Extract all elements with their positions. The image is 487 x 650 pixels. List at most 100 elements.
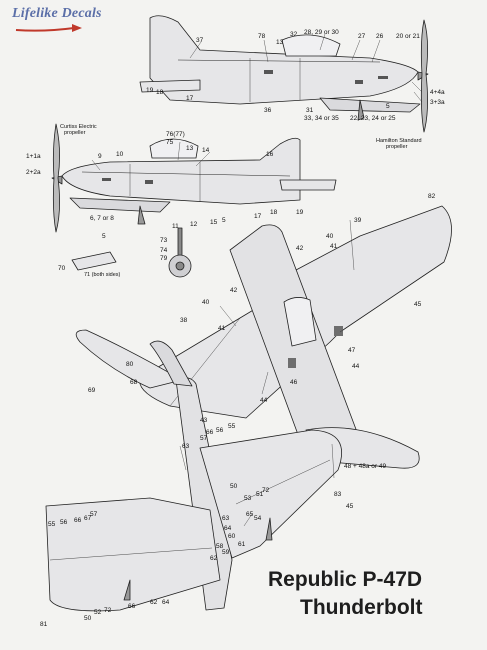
fairing-part xyxy=(71,251,117,271)
callout-bottom_view-7: 55 xyxy=(228,423,236,430)
callout-bottom_view-28: 52 xyxy=(94,609,102,616)
callout-side_upper-1: 78 xyxy=(258,33,266,40)
callout-bottom_view-25: 61 xyxy=(238,541,246,548)
callout-side_upper-14: 22, 23, 24 or 25 xyxy=(350,115,396,122)
callout-bottom_view-17: 54 xyxy=(254,515,262,522)
sheet-subtitle: Thunderbolt xyxy=(300,596,423,619)
callout-top_view-9: 42 xyxy=(230,287,238,294)
callout-top_view-3: 41 xyxy=(330,243,338,250)
callout-top_view-13: 44 xyxy=(260,397,268,404)
callout-bottom_view-5: 66 xyxy=(206,429,214,436)
callout-side_lower-0: 76(77) xyxy=(166,131,185,138)
bottom-view-plan xyxy=(45,329,342,612)
callout-side_upper-13: 33, 34 or 35 xyxy=(304,115,339,122)
callout-side_upper-16: 4+4a xyxy=(430,89,445,96)
callout-bottom_view-6: 56 xyxy=(216,427,224,434)
callout-side_upper-10: 17 xyxy=(186,95,194,102)
callout-side_lower-15: 19 xyxy=(296,209,304,216)
callout-side_upper-15: 5 xyxy=(386,103,390,110)
callout-bottom_view-24: 60 xyxy=(228,533,236,540)
callout-side_upper-5: 27 xyxy=(358,33,366,40)
callout-side_lower-14: 18 xyxy=(270,209,278,216)
callout-bottom_view-23: 59 xyxy=(222,549,230,556)
callout-top_view-15: 48 + 48a or 49 xyxy=(344,463,386,470)
callout-top_view-12: 46 xyxy=(290,379,298,386)
callout-bottom_view-9: 56 xyxy=(60,519,68,526)
callout-side_lower-3: 14 xyxy=(202,147,210,154)
callout-bottom_view-19: 63 xyxy=(222,515,230,522)
callout-side_lower-10: 12 xyxy=(190,221,198,228)
callout-wheel-2: 79 xyxy=(160,255,168,262)
callout-side_lower-9: 11 xyxy=(172,223,179,230)
callout-side_lower-17: 5 xyxy=(102,233,106,240)
callout-top_view-1: 39 xyxy=(354,217,362,224)
callout-side_upper-12: 31 xyxy=(306,107,314,114)
side-view-hamilton xyxy=(139,15,429,133)
side-view-curtiss xyxy=(51,123,337,233)
callout-side_lower-12: 5 xyxy=(222,217,226,224)
callout-top_view-16: 83 xyxy=(334,491,342,498)
callout-bottom_view-26: 81 xyxy=(40,621,48,628)
callout-side_lower-6: 2+2a xyxy=(26,169,41,176)
callout-side_lower-13: 17 xyxy=(254,213,262,220)
callout-side_lower-1: 75 xyxy=(166,139,174,146)
callout-bottom_view-3: 63 xyxy=(182,443,190,450)
callout-top_view-0: 82 xyxy=(428,193,436,200)
callout-top_view-11: 44 xyxy=(352,363,360,370)
callout-side_lower-4: 16 xyxy=(266,151,274,158)
callout-bottom_view-20: 64 xyxy=(224,525,232,532)
callout-side_upper-0: 37 xyxy=(196,37,204,44)
callout-wheel-3: 70 xyxy=(58,265,66,272)
caption-both-sides: 71 (both sides) xyxy=(84,272,121,278)
sheet-title: Republic P-47D xyxy=(268,568,423,591)
callout-top_view-2: 40 xyxy=(326,233,334,240)
callout-side_upper-9: 18 xyxy=(156,89,164,96)
callout-bottom_view-21: 62 xyxy=(210,555,218,562)
callout-top_view-5: 45 xyxy=(414,301,422,308)
callout-bottom_view-32: 64 xyxy=(162,599,170,606)
callout-side_lower-5: 1+1a xyxy=(26,153,41,160)
caption-curtiss-2: propeller xyxy=(64,130,86,136)
callout-bottom_view-27: 50 xyxy=(84,615,92,622)
callout-wheel-1: 74 xyxy=(160,247,168,254)
callout-bottom_view-13: 50 xyxy=(230,483,238,490)
callout-side_lower-2: 13 xyxy=(186,145,194,152)
callout-top_view-6: 38 xyxy=(180,317,188,324)
callout-wheel-0: 73 xyxy=(160,237,168,244)
callout-side_lower-11: 15 xyxy=(210,219,218,226)
brand-logo: Lifelike Decals xyxy=(12,6,102,21)
callout-bottom_view-2: 69 xyxy=(88,387,96,394)
callout-top_view-10: 47 xyxy=(348,347,356,354)
propeller-captions: Curtiss Electric propeller Hamilton Stan… xyxy=(60,124,422,278)
callout-bottom_view-4: 57 xyxy=(200,435,208,442)
callout-side_upper-17: 3+3a xyxy=(430,99,445,106)
callout-top_view-14: 43 xyxy=(200,417,208,424)
callout-bottom_view-8: 55 xyxy=(48,521,56,528)
callout-top_view-4: 42 xyxy=(296,245,304,252)
callout-bottom_view-30: 66 xyxy=(128,603,136,610)
callout-side_upper-7: 20 or 21 xyxy=(396,33,420,40)
callout-bottom_view-12: 57 xyxy=(90,511,98,518)
callout-side_upper-6: 26 xyxy=(376,33,384,40)
callout-top_view-7: 40 xyxy=(202,299,210,306)
callout-bottom_view-11: 67 xyxy=(84,515,92,522)
callout-side_upper-4: 28, 29 or 30 xyxy=(304,29,339,36)
callout-bottom_view-15: 72 xyxy=(262,487,270,494)
wheel-detail xyxy=(168,227,192,278)
callout-bottom_view-22: 58 xyxy=(216,543,224,550)
callout-side_upper-3: 32 xyxy=(290,31,298,38)
callout-bottom_view-18: 65 xyxy=(246,511,254,518)
callout-bottom_view-10: 66 xyxy=(74,517,82,524)
callout-side_lower-16: 6, 7 or 8 xyxy=(90,215,114,222)
callout-side_upper-8: 19 xyxy=(146,87,154,94)
callout-bottom_view-29: 72 xyxy=(104,607,112,614)
callout-top_view-8: 41 xyxy=(218,325,226,332)
callout-side_lower-7: 9 xyxy=(98,153,102,160)
caption-curtiss-1: Curtiss Electric xyxy=(60,124,97,130)
caption-hamilton-1: Hamilton Standard xyxy=(376,138,422,144)
callout-bottom_view-14: 51 xyxy=(256,491,264,498)
callout-side_upper-11: 36 xyxy=(264,107,272,114)
callout-top_view-17: 45 xyxy=(346,503,354,510)
